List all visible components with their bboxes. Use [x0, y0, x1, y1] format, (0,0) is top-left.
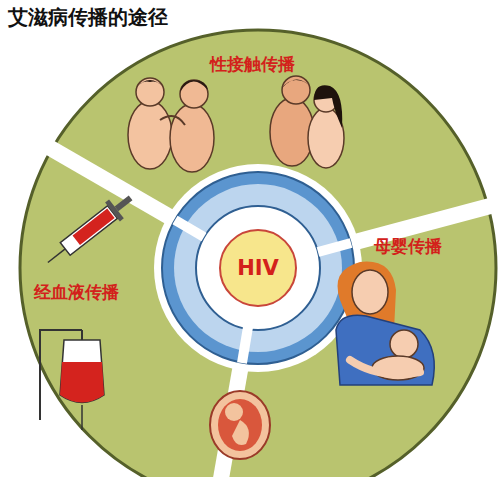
ring-gap: [154, 164, 362, 372]
wheel-ground: [20, 30, 496, 477]
blue-ring: [162, 172, 354, 364]
ring-center: [196, 206, 320, 330]
center-text: HIV: [237, 256, 279, 280]
fetus-icon: [210, 391, 270, 459]
ring-separators: [175, 220, 351, 363]
couple-figure: [128, 78, 214, 172]
diagram-title: 艾滋病传播的途径: [8, 4, 168, 31]
mother-baby-figure: [336, 262, 434, 385]
sector-label: 母婴传播: [371, 234, 445, 259]
route-name: 经血液传播: [34, 282, 119, 302]
syringe-icon: [40, 188, 138, 272]
sector-label: 经血液传播: [31, 280, 122, 305]
couple-figure: [270, 76, 344, 168]
route-name: 性接触传播: [210, 54, 295, 74]
blue-ring-inner: [174, 184, 342, 352]
center-circle: HIV: [219, 229, 297, 307]
sector-label: 性接触传播: [207, 52, 298, 77]
blood-bag-icon: [40, 330, 104, 430]
sector-gaps: [33, 138, 500, 477]
route-name: 母婴传播: [374, 236, 442, 256]
